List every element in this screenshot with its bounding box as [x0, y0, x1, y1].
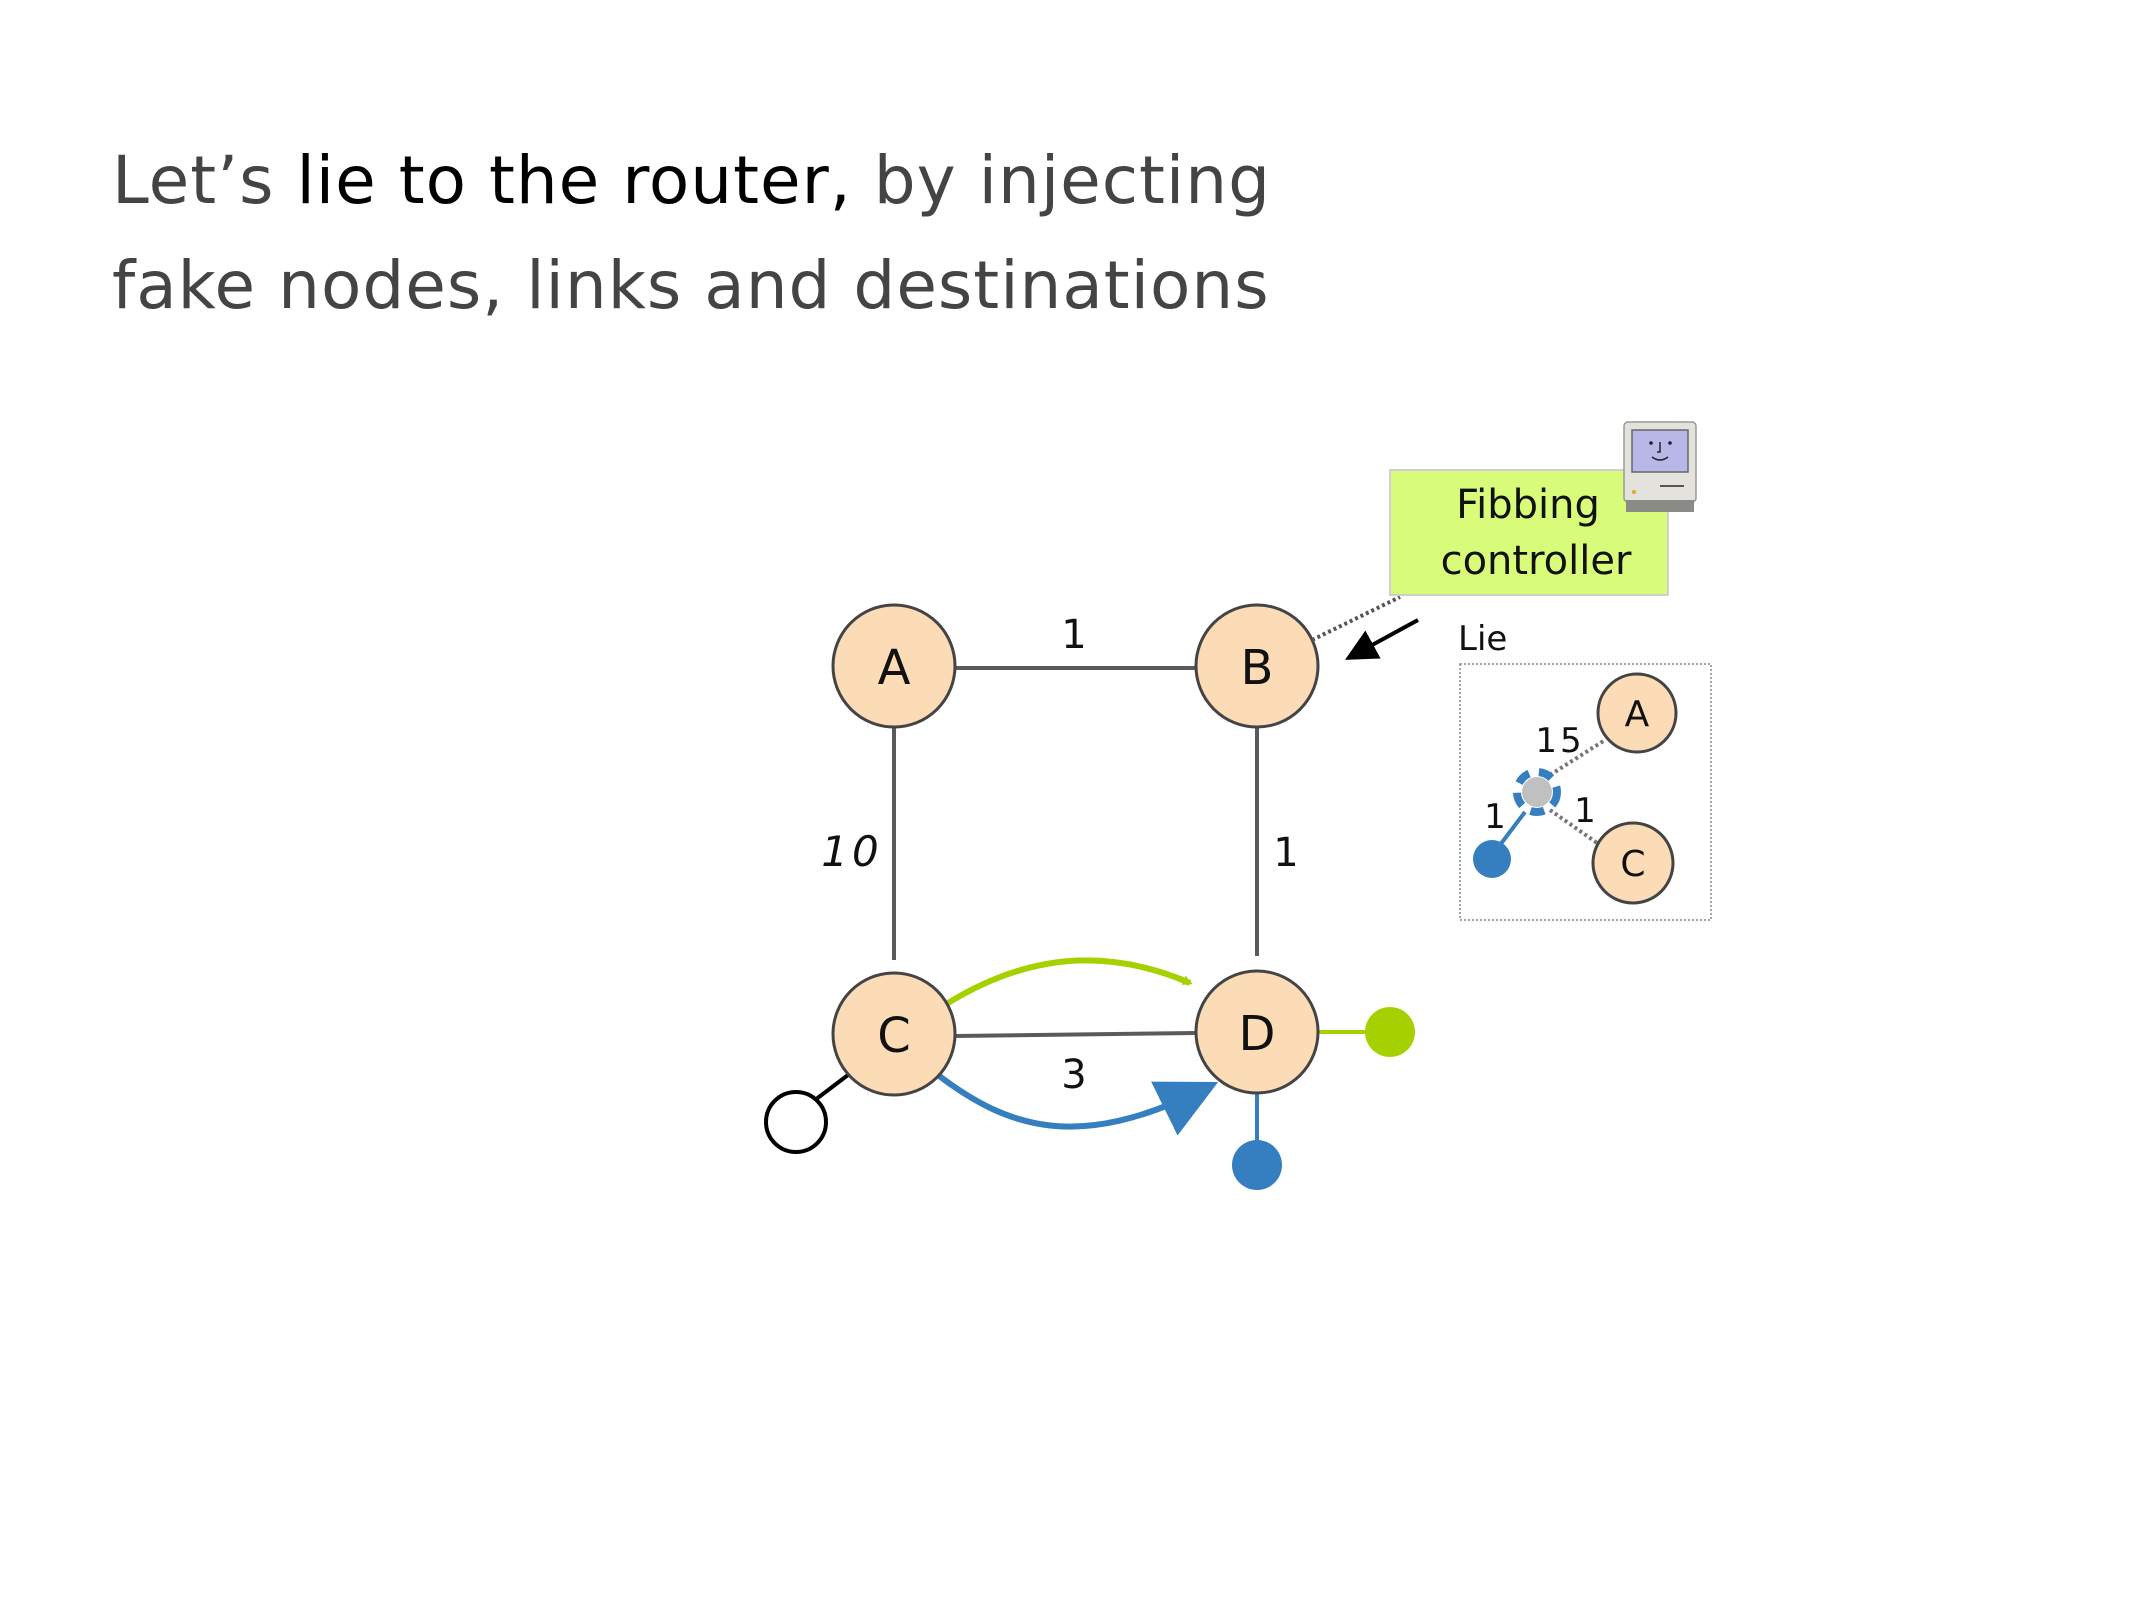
title-suffix: by injecting — [851, 142, 1271, 219]
destination-green — [1365, 1007, 1415, 1057]
node-C: C — [831, 971, 957, 1097]
lie-weight-A: 15 — [1535, 721, 1584, 761]
computer-icon — [1623, 421, 1697, 512]
title-prefix: Let’s — [112, 142, 297, 219]
blue-path-arrow — [936, 1072, 1219, 1136]
node-B-label: B — [1241, 640, 1274, 696]
title-emphasis: lie to the router, — [296, 142, 852, 219]
node-B: B — [1194, 603, 1320, 729]
node-C-label: C — [877, 1008, 911, 1064]
green-path-arrow — [946, 957, 1193, 1006]
destination-blue — [1232, 1140, 1282, 1190]
destination-white — [764, 1090, 828, 1154]
fibbing-controller: Fibbing controller — [1389, 469, 1669, 596]
weight-C-D: 3 — [1061, 1052, 1086, 1098]
fake-link-C — [1548, 808, 1602, 847]
fake-node — [1522, 777, 1552, 807]
lie-node-A-label: A — [1625, 694, 1650, 735]
fake-link-dest — [1498, 810, 1527, 847]
weight-A-B: 1 — [1061, 612, 1086, 658]
lie-node-A: A — [1596, 672, 1678, 754]
lie-inset: A C 15 1 1 — [1459, 663, 1712, 921]
lie-arrow — [1344, 618, 1419, 660]
lie-node-C-label: C — [1620, 844, 1645, 885]
node-D: D — [1194, 969, 1320, 1095]
slide-title: Let’s lie to the router, by injecting fa… — [112, 128, 1271, 338]
lie-node-C: C — [1591, 821, 1675, 905]
fake-destination-blue — [1473, 840, 1511, 878]
lie-label: Lie — [1458, 619, 1507, 659]
node-D-label: D — [1239, 1006, 1276, 1062]
fake-link-A — [1548, 738, 1607, 777]
node-A-label: A — [878, 640, 911, 696]
controller-label-line1: Fibbing — [1456, 482, 1600, 528]
controller-link — [1311, 595, 1401, 642]
weight-A-C: 10 — [821, 827, 882, 876]
dest-link-white — [813, 1073, 850, 1102]
title-line-2: fake nodes, links and destinations — [112, 247, 1270, 324]
weight-B-D: 1 — [1273, 830, 1298, 876]
title-line-1: Let’s lie to the router, by injecting — [112, 128, 1271, 233]
lie-weight-C: 1 — [1574, 791, 1596, 831]
lie-weight-dest: 1 — [1484, 797, 1506, 837]
node-A: A — [831, 603, 957, 729]
controller-label-line2: controller — [1441, 538, 1632, 584]
fake-node-ring — [1513, 768, 1561, 816]
edge-C-D — [954, 1031, 1197, 1038]
